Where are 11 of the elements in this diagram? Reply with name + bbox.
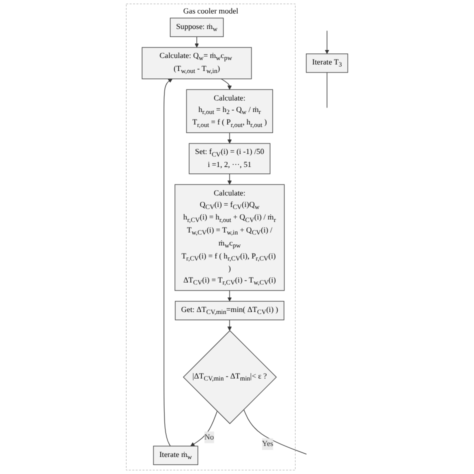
arrow — [194, 36, 199, 48]
arrow — [227, 132, 232, 144]
arrow — [164, 78, 172, 446]
arrow — [324, 30, 330, 54]
arrow — [227, 290, 232, 302]
arrow — [220, 78, 232, 90]
connector — [326, 72, 328, 108]
arrow — [227, 320, 232, 331]
connector — [243, 409, 307, 455]
arrow — [190, 410, 218, 446]
arrow — [227, 174, 232, 185]
